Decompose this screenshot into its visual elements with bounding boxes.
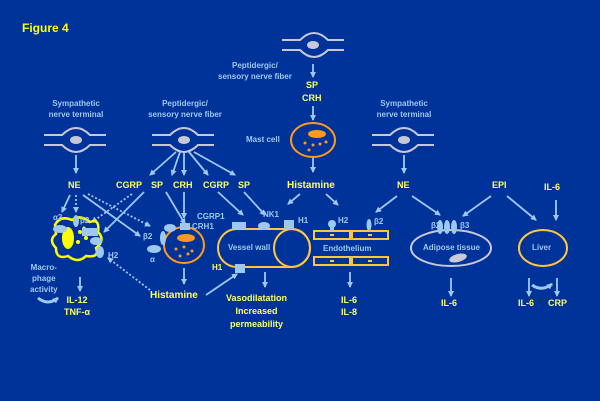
mast-cell-label: Mast cell (246, 135, 280, 144)
mediator-histamine-bottom: Histamine (150, 290, 198, 301)
label-line: Peptidergic/ (162, 99, 208, 108)
output-line: Vasodilatation (226, 293, 288, 303)
dotted-cgrp-macro (91, 193, 133, 223)
arrow-pep-cgrp1 (149, 151, 177, 176)
receptor-h2-endo: H2 (338, 216, 349, 225)
arrow-pep-cgrp2 (188, 151, 209, 176)
arrow-pep-sp2 (193, 151, 236, 176)
liver (518, 229, 568, 290)
receptor-h1-top: H1 (298, 216, 309, 225)
receptor-alpha-mast: α (150, 255, 155, 264)
arrow-ne-beta2-endo (375, 195, 398, 213)
arrow-cgrp-vessel (217, 191, 244, 216)
liver-label: Liver (532, 243, 552, 252)
nerve-label-peptidergic-left: Peptidergic/ sensory nerve fiber (143, 98, 227, 120)
arrow-pep-sp1 (170, 151, 181, 176)
arrow-sp-mast (165, 191, 186, 225)
arrow-ne-beta2-mast (82, 194, 141, 237)
output-line: IL-12 (66, 295, 88, 305)
label-line: sensory nerve fiber (148, 110, 222, 119)
label-line: nerve terminal (376, 110, 432, 119)
figure-title: Figure 4 (22, 21, 69, 35)
macrophage-cell (37, 215, 104, 304)
mediator-ne-right: NE (397, 180, 410, 190)
arrow-histamine-h1-bottom (205, 273, 238, 296)
receptor-h1-bottom: H1 (212, 263, 223, 272)
vessel-output: Vasodilatation Increased permeability (226, 292, 287, 331)
mediator-sp-1: SP (151, 180, 164, 190)
receptor-beta2-adipose: β2 (431, 221, 441, 230)
mediator-sp-2: SP (238, 180, 251, 190)
nerve-icon-top (282, 32, 344, 58)
mediator-cgrp-2: CGRP (203, 180, 230, 190)
macrophage-label: Macro- phage activity (30, 262, 58, 295)
mast-cell-top (290, 122, 336, 158)
arrow-histamine-h1 (287, 193, 301, 205)
label-line: sensory nerve fiber (218, 72, 292, 81)
adipose-tissue (410, 220, 492, 267)
arrow-epi-liver (506, 195, 537, 221)
arrow-ne-adipose (411, 195, 441, 216)
endothelium-output: IL-6 IL-8 (341, 294, 357, 318)
mediator-ne-left: NE (68, 180, 81, 190)
mediator-epi: EPI (492, 180, 507, 190)
receptor-nk1: NK1 (263, 210, 280, 219)
receptor-beta2-macro: β2 (80, 216, 90, 225)
label-line: Sympathetic (380, 99, 428, 108)
mediator-histamine-top: Histamine (287, 180, 335, 191)
label-line: phage (32, 274, 56, 283)
mediator-sp-top: SP (306, 80, 319, 90)
label-line: nerve terminal (48, 110, 104, 119)
receptor-beta3-adipose: β3 (460, 221, 470, 230)
arrow-sp-nk1 (243, 191, 266, 216)
nerve-label-sympathetic-left: Sympathetic nerve terminal (44, 98, 108, 120)
receptor-beta2-mast: β2 (143, 232, 153, 241)
nerve-icon-sympathetic-right (372, 127, 434, 153)
receptor-alpha2: α2 (53, 213, 63, 222)
vessel-wall (217, 220, 311, 273)
label-line: Macro- (30, 263, 57, 272)
label-line: Peptidergic/ (232, 61, 278, 70)
output-line: Increased (235, 306, 278, 316)
endothelium-label: Endothelium (323, 244, 372, 253)
receptor-crh1: CRH1 (192, 222, 214, 231)
label-line: activity (30, 285, 58, 294)
nerve-icon-peptidergic-left (152, 127, 214, 153)
arrow-epi-adipose (462, 195, 492, 217)
mediator-crh-top: CRH (302, 93, 322, 103)
dotted-arrows (73, 193, 151, 291)
mast-cell-lower (147, 223, 205, 264)
arrow-histamine-h2 (325, 193, 339, 206)
mediator-cgrp-1: CGRP (116, 180, 143, 190)
arrow-ne-alpha2 (61, 194, 71, 213)
adipose-output: IL-6 (441, 298, 458, 308)
mediator-crh-1: CRH (173, 180, 193, 190)
receptor-cgrp1: CGRP1 (197, 212, 225, 221)
receptor-h2-macro: H2 (108, 251, 119, 260)
output-line: IL-6 (341, 295, 358, 305)
output-line: permeability (229, 319, 284, 329)
receptor-beta2-endo: β2 (374, 217, 384, 226)
dotted-histamine-h2 (107, 257, 151, 291)
mediator-il6-input: IL-6 (544, 182, 561, 192)
adipose-label: Adipose tissue (423, 243, 480, 252)
liver-output-crp: CRP (548, 298, 568, 308)
nerve-label-top: Peptidergic/ sensory nerve fiber (218, 60, 292, 82)
nerve-label-sympathetic-right: Sympathetic nerve terminal (372, 98, 436, 120)
endothelium (313, 219, 389, 266)
vessel-wall-label: Vessel wall (228, 243, 271, 252)
output-line: TNF-α (64, 307, 91, 317)
liver-output-il6: IL-6 (518, 298, 535, 308)
label-line: Sympathetic (52, 99, 100, 108)
macrophage-output: IL-12 TNF-α (64, 294, 90, 318)
nerve-icon-sympathetic-left (44, 127, 106, 153)
output-line: IL-8 (341, 307, 358, 317)
